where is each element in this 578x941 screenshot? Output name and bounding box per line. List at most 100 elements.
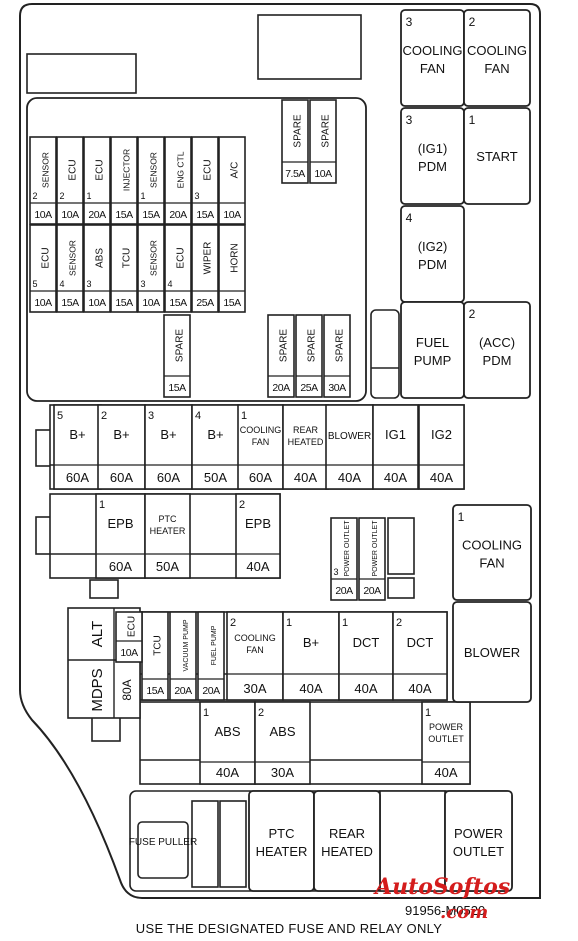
fuse-puller-label: FUSE PULLER bbox=[129, 837, 197, 848]
fuse-rating: 7.5A bbox=[285, 168, 305, 180]
box-fuse: 3B+60A bbox=[144, 404, 193, 490]
box-fuse-rating: 40A bbox=[430, 470, 453, 485]
relay-label: COOLING bbox=[462, 538, 522, 553]
fuse-rating: 15A bbox=[223, 297, 241, 309]
fuse-label: SPARE bbox=[335, 329, 346, 362]
relay-outline bbox=[400, 301, 465, 399]
fuse-outline bbox=[218, 136, 246, 225]
fuse-outline bbox=[197, 611, 225, 701]
box-fuse-label: FAN bbox=[252, 437, 270, 447]
box-fuse-rating: 40A bbox=[246, 559, 269, 574]
relay-pin: 2 bbox=[469, 15, 476, 29]
box-fuse-outline bbox=[199, 701, 256, 785]
fuse-outline bbox=[110, 136, 138, 225]
fuse-label: ECU bbox=[95, 159, 106, 180]
fuse-rating: 10A bbox=[61, 209, 79, 221]
box-fuse-outline bbox=[191, 404, 240, 490]
box-fuse-rating: 40A bbox=[434, 765, 457, 780]
footer-note: USE THE DESIGNATED FUSE AND RELAY ONLY bbox=[135, 921, 443, 936]
fuse-outline bbox=[137, 136, 165, 225]
fuse-rating: 10A bbox=[34, 209, 52, 221]
fuse-label: VACUUM PUMP bbox=[183, 619, 190, 671]
box-fuse: 4B+50A bbox=[191, 404, 240, 490]
box-fuse-rating: 60A bbox=[66, 470, 89, 485]
fuse-rating: 10A bbox=[88, 297, 106, 309]
box-fuse-label: COOLING bbox=[234, 633, 276, 643]
box-fuse-label: IG2 bbox=[431, 427, 452, 442]
fuse-rating: 25A bbox=[196, 297, 214, 309]
box-fuse-outline bbox=[235, 493, 281, 579]
box-fuse-label: B+ bbox=[160, 427, 176, 442]
box-fuse-label: REAR bbox=[293, 425, 319, 435]
box-fuse-pin: 2 bbox=[239, 499, 245, 511]
fuse-outline bbox=[358, 517, 386, 601]
box-fuse-pin: 2 bbox=[101, 410, 107, 422]
box-fuse-pin: 3 bbox=[148, 410, 154, 422]
mdps-label: MDPS bbox=[89, 668, 106, 711]
fuse-label: SPARE bbox=[307, 329, 318, 362]
fuse-label: ECU bbox=[68, 159, 79, 180]
fuse-rating: 20A bbox=[335, 585, 353, 597]
fuse-label: SENSOR bbox=[67, 240, 77, 276]
fuse-pin: 3 bbox=[333, 567, 338, 577]
fuse-pin: 3 bbox=[86, 279, 91, 289]
box-fuse-label: FAN bbox=[246, 645, 264, 655]
blank-slot bbox=[219, 800, 247, 888]
mini-fuse-panel bbox=[26, 97, 367, 402]
box-fuse-label: HEATED bbox=[288, 437, 324, 447]
fuse-outline bbox=[218, 224, 246, 313]
fuse-pin: 4 bbox=[167, 279, 172, 289]
fuse-outline bbox=[29, 224, 57, 313]
fuse-outline bbox=[56, 224, 84, 313]
box-fuse-rating: 30A bbox=[243, 681, 266, 696]
box-fuse-outline bbox=[392, 611, 448, 701]
box-fuse-label: DCT bbox=[407, 635, 434, 650]
fuse-puller bbox=[137, 821, 189, 879]
fuse-outline bbox=[169, 611, 197, 701]
relay: 2(ACC)PDM bbox=[463, 301, 531, 399]
fuse-outline bbox=[323, 314, 351, 398]
fuse-outline bbox=[29, 136, 57, 225]
fuse-outline bbox=[115, 611, 143, 663]
box-fuse-outline bbox=[418, 404, 465, 490]
box-fuse-outline bbox=[421, 701, 471, 785]
fuse-rating: 15A bbox=[169, 297, 187, 309]
relay-pin: 1 bbox=[469, 113, 476, 127]
fuse-rating: 20A bbox=[363, 585, 381, 597]
relay-label: BLOWER bbox=[464, 645, 520, 660]
box-fuse: 5B+60A bbox=[53, 404, 102, 490]
fuse-outline bbox=[137, 224, 165, 313]
box-fuse-pin: 2 bbox=[258, 707, 264, 719]
fuse-label: HORN bbox=[230, 243, 241, 272]
fuse-label: SENSOR bbox=[148, 240, 158, 276]
box-fuse-rating: 50A bbox=[156, 559, 179, 574]
fuse-pin: 2 bbox=[59, 191, 64, 201]
box-fuse-label: ABS bbox=[214, 724, 240, 739]
fuse-outline bbox=[83, 136, 111, 225]
relay-outline bbox=[248, 790, 315, 892]
relay-outline bbox=[463, 107, 531, 205]
box-fuse-rating: 40A bbox=[299, 681, 322, 696]
box-fuse-outline bbox=[325, 404, 374, 490]
fuse-rating: 10A bbox=[142, 297, 160, 309]
fuse-outline bbox=[295, 314, 323, 398]
relay-label: (ACC) bbox=[479, 335, 515, 350]
box-fuse-pin: 4 bbox=[195, 410, 201, 422]
